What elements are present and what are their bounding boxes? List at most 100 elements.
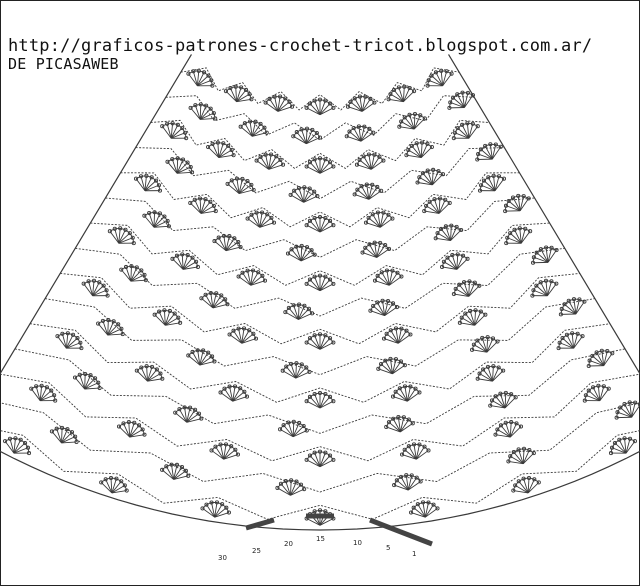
shell-edge (374, 270, 402, 281)
dc-stitch (403, 90, 415, 103)
dc-stitch (197, 350, 201, 366)
dc-stitch (130, 267, 138, 282)
shell-edge (362, 242, 390, 253)
dc-stitch (303, 195, 318, 203)
dc-stitch (297, 305, 305, 320)
dc-stitch (588, 390, 601, 402)
shell-edge (441, 253, 468, 268)
dc-stitch (197, 79, 212, 87)
dc-stitch (164, 313, 176, 326)
dc-stitch (306, 400, 321, 409)
picot-loop (206, 144, 211, 150)
picot-loop (304, 399, 309, 404)
shell-edge (279, 421, 308, 431)
picot-loop (460, 122, 465, 127)
dc-stitch (494, 176, 500, 191)
picot-loop (275, 485, 280, 490)
shell-edge (290, 186, 318, 197)
dc-stitch (229, 334, 242, 344)
dc-stitch (295, 246, 302, 262)
picot-loop (186, 473, 191, 478)
dc-stitch (39, 387, 48, 401)
dc-stitch (459, 322, 475, 326)
dc-stitch (265, 102, 279, 112)
shell-stitch (376, 356, 407, 375)
dc-stitch (568, 300, 577, 315)
dc-stitch (199, 105, 207, 120)
shell-stitch (451, 279, 482, 297)
dc-stitch (463, 281, 470, 297)
picot-loop (388, 328, 393, 333)
shell-edge (292, 128, 321, 138)
dc-stitch (212, 293, 217, 309)
dc-stitch (177, 171, 193, 174)
shell-stitch (165, 156, 195, 175)
shell-edge (489, 392, 516, 406)
picot-loop (406, 444, 411, 449)
dc-stitch (393, 89, 404, 102)
picot-loop (508, 231, 513, 236)
dc-stitch (390, 93, 404, 103)
dc-stitch (238, 184, 252, 194)
dc-stitch (443, 261, 458, 270)
dc-stitch (192, 71, 198, 86)
picot-loop (312, 189, 317, 194)
picot-loop (327, 218, 333, 223)
dc-stitch (293, 135, 307, 145)
picot-loop (368, 96, 373, 101)
picot-loop (225, 181, 230, 186)
picot-loop (422, 444, 427, 449)
picot-loop (188, 200, 193, 205)
picot-loop (49, 429, 54, 434)
dc-stitch (13, 442, 26, 454)
shell-edge (610, 437, 636, 454)
marker-right (369, 517, 433, 547)
dc-stitch (491, 400, 506, 409)
dc-stitch (109, 230, 120, 244)
dc-stitch (519, 198, 530, 212)
dc-stitch (518, 449, 524, 464)
source-url[interactable]: http://graficos-patrones-crochet-tricot.… (8, 36, 593, 56)
dc-stitch (431, 169, 434, 185)
dc-stitch (454, 132, 470, 139)
dc-stitch (625, 440, 636, 454)
picot-loop (208, 199, 213, 204)
shell-stitch (404, 140, 434, 159)
dc-stitch (224, 388, 234, 402)
dc-stitch (480, 149, 493, 160)
shell-stitch (354, 152, 386, 170)
picot-loop (383, 243, 388, 248)
picot-loop (560, 336, 565, 341)
dc-stitch (533, 256, 549, 263)
picot-loop (262, 278, 268, 283)
shell-stitch (530, 278, 559, 298)
picot-loop (134, 368, 139, 373)
dc-stitch (464, 313, 476, 326)
picot-loop (190, 255, 195, 260)
dc-stitch (390, 330, 399, 344)
picot-loop (402, 447, 407, 452)
dc-stitch (277, 106, 293, 112)
dc-stitch (370, 156, 380, 170)
picot-loop (366, 215, 371, 220)
dc-stitch (441, 266, 457, 270)
dc-stitch (592, 387, 601, 401)
picot-loop (344, 134, 349, 139)
picot-loop (271, 220, 277, 225)
shell-edge (306, 216, 334, 226)
shell-edge (265, 96, 293, 107)
dc-stitch (631, 404, 640, 418)
dc-stitch (232, 388, 241, 402)
motif-row (45, 297, 595, 379)
dc-stitch (129, 434, 145, 438)
picot-loop (439, 226, 444, 232)
motif-row (165, 90, 475, 145)
dc-stitch (290, 363, 297, 379)
picot-loop (331, 223, 336, 228)
dc-stitch (354, 193, 369, 200)
dc-stitch (372, 214, 381, 228)
picot-loop (408, 332, 413, 337)
dc-stitch (413, 507, 426, 518)
picot-loop (406, 417, 411, 422)
dc-stitch (377, 275, 390, 286)
